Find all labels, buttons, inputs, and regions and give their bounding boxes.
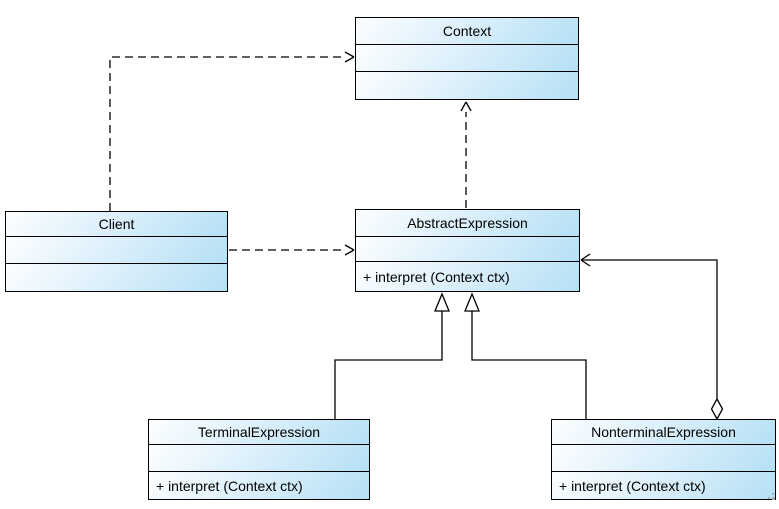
dependency-client-context [109, 51, 355, 211]
class-abstract-expression-attributes-compartment [356, 236, 579, 261]
class-client: Client [5, 211, 228, 292]
class-nonterminal-expression-methods-compartment: + interpret (Context ctx) [552, 471, 775, 499]
hollow-diamond [710, 397, 724, 421]
class-client-attributes-compartment [6, 236, 227, 263]
class-context-title: Context [356, 18, 578, 44]
open-arrowhead [344, 244, 355, 256]
open-arrowhead [344, 51, 355, 63]
open-arrowhead [460, 101, 472, 112]
class-terminal-expression: TerminalExpression + interpret (Context … [148, 419, 370, 500]
hollow-triangle-arrowhead [434, 292, 450, 312]
class-client-methods-compartment [6, 263, 227, 291]
method-interpret: + interpret (Context ctx) [156, 477, 303, 494]
class-abstract-expression-methods-compartment: + interpret (Context ctx) [356, 261, 579, 291]
class-abstract-expression-title: AbstractExpression [356, 210, 579, 236]
class-nonterminal-expression-title: NonterminalExpression [552, 420, 775, 444]
class-context-attributes-compartment [356, 44, 578, 71]
method-interpret: + interpret (Context ctx) [559, 477, 706, 494]
dependency-abstract-expression-context [460, 101, 472, 208]
generalization-terminal-expression-abstract-expression [334, 292, 450, 419]
class-terminal-expression-methods-compartment: + interpret (Context ctx) [149, 471, 369, 499]
dependency-client-abstract-expression [229, 244, 355, 256]
class-context-methods-compartment [356, 71, 578, 99]
generalization-nonterminal-expression-abstract-expression [464, 292, 587, 419]
class-abstract-expression: AbstractExpression + interpret (Context … [355, 209, 580, 292]
open-arrowhead [580, 253, 591, 267]
hollow-triangle-arrowhead [464, 292, 480, 312]
class-terminal-expression-attributes-compartment [149, 444, 369, 471]
class-terminal-expression-title: TerminalExpression [149, 420, 369, 444]
class-client-title: Client [6, 212, 227, 236]
method-interpret: + interpret (Context ctx) [363, 268, 510, 285]
aggregation-nonterminal-expression-abstract-expression [580, 253, 724, 421]
class-nonterminal-expression-attributes-compartment [552, 444, 775, 471]
class-context: Context [355, 17, 579, 100]
class-nonterminal-expression: NonterminalExpression + interpret (Conte… [551, 419, 776, 500]
